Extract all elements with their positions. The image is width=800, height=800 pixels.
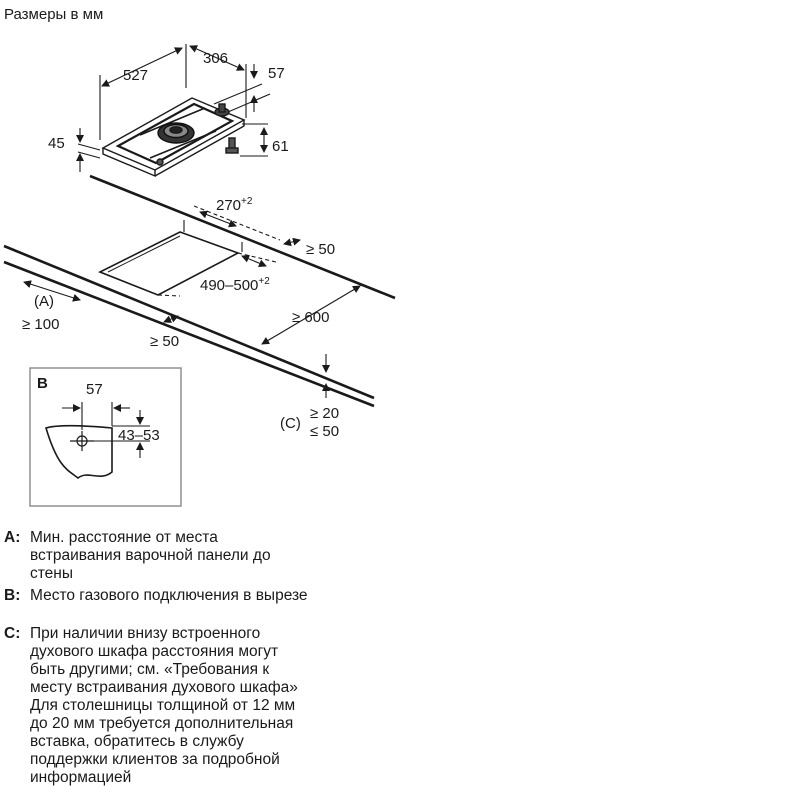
gas-connection-icon (70, 431, 94, 451)
page-title: Размеры в мм (4, 6, 104, 23)
gas-connector-icon (225, 137, 239, 154)
dim-wall-gap: ≥ 100 (22, 316, 59, 333)
dim-rear-offset: 57 (268, 65, 285, 82)
legend-text: Мин. расстояние от места встраивания вар… (30, 529, 271, 582)
dim-cutout-width: 270+2 (216, 196, 253, 214)
dim-thickness-max: ≤ 50 (310, 423, 339, 440)
dim-width: 306 (203, 50, 228, 67)
legend-text: При наличии внизу встроенного духового ш… (30, 625, 298, 786)
legend-text: Место газового подключения в вырезе (30, 587, 308, 604)
knob-icon (214, 103, 230, 117)
legend-key: B: (4, 587, 21, 604)
detail-b-offset-y: 43–53 (118, 427, 160, 444)
legend-key: C: (4, 625, 21, 642)
hob-illustration (101, 97, 246, 178)
detail-b-offset-x: 57 (86, 381, 103, 398)
dim-top-height: 45 (48, 135, 65, 152)
dim-side-gap: ≥ 600 (292, 309, 329, 326)
detail-b-label: B (37, 375, 48, 392)
dim-thickness-min: ≥ 20 (310, 405, 339, 422)
marker-a: (A) (34, 293, 54, 310)
marker-c: (C) (280, 415, 301, 432)
dim-total-height: 61 (272, 138, 289, 155)
dim-depth: 527 (123, 67, 148, 84)
dim-front-gap: ≥ 50 (150, 333, 179, 350)
dim-cutout-depth: 490–500+2 (200, 276, 270, 294)
dim-rear-gap: ≥ 50 (306, 241, 335, 258)
legend-key: A: (4, 529, 21, 546)
burner-icon (157, 122, 195, 144)
installation-diagram: 527 306 57 45 61 270+2 ≥ 50 (3, 44, 396, 507)
detail-b-box: B 57 43–53 (29, 367, 182, 507)
